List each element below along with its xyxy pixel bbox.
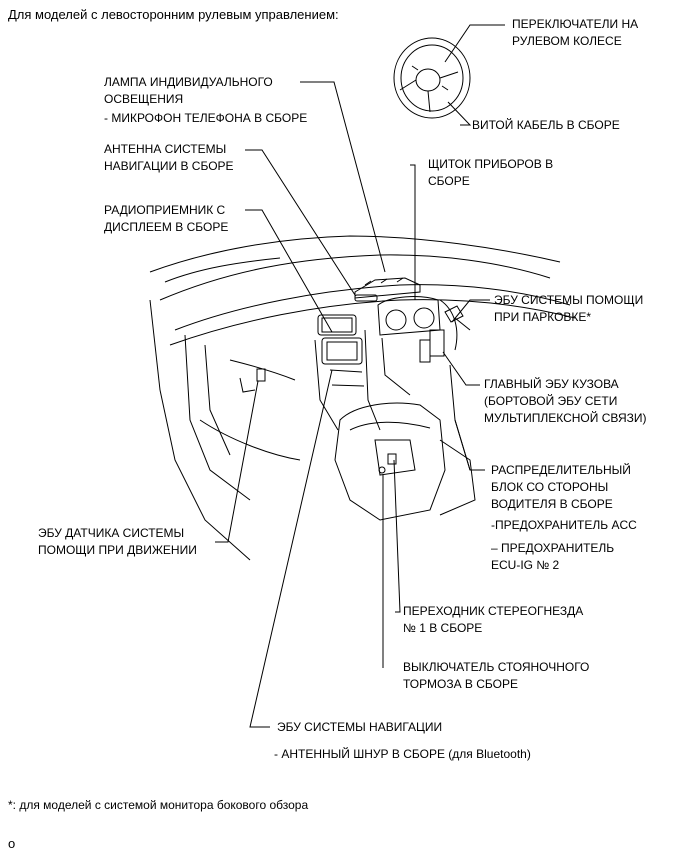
label-junction-block: РАСПРЕДЕЛИТЕЛЬНЫЙ БЛОК СО СТОРОНЫ ВОДИТЕ… (491, 463, 631, 511)
label-parking-assist-ecu: ЭБУ СИСТЕМЫ ПОМОЩИ ПРИ ПАРКОВКЕ* (494, 293, 644, 324)
label-nav-antenna: АНТЕННА СИСТЕМЫ НАВИГАЦИИ В СБОРЕ (104, 142, 234, 173)
page-title: Для моделей с левосторонним рулевым упра… (8, 7, 339, 22)
label-fuse-ecu-ig: – ПРЕДОХРАНИТЕЛЬ ECU-IG № 2 (491, 541, 615, 572)
label-combination-meter: ЩИТОК ПРИБОРОВ В СБОРЕ (428, 157, 554, 188)
label-driving-assist-ecu: ЭБУ ДАТЧИКА СИСТЕМЫ ПОМОЩИ ПРИ ДВИЖЕНИИ (38, 526, 197, 557)
label-microphone: - МИКРОФОН ТЕЛЕФОНА В СБОРЕ (104, 111, 308, 125)
label-spiral-cable: ВИТОЙ КАБЕЛЬ В СБОРЕ (472, 118, 620, 132)
label-main-body-ecu: ГЛАВНЫЙ ЭБУ КУЗОВА (БОРТОВОЙ ЭБУ СЕТИ МУ… (484, 377, 647, 425)
label-fuse-acc: -ПРЕДОХРАНИТЕЛЬ ACC (491, 518, 637, 532)
label-map-light: ЛАМПА ИНДИВИДУАЛЬНОГО ОСВЕЩЕНИЯ (104, 75, 273, 106)
footnote: *: для моделей с системой монитора боков… (8, 798, 309, 812)
label-parking-brake-switch: ВЫКЛЮЧАТЕЛЬ СТОЯНОЧНОГО ТОРМОЗА В СБОРЕ (403, 660, 590, 691)
label-nav-ecu: ЭБУ СИСТЕМЫ НАВИГАЦИИ (277, 720, 443, 734)
corner-mark: o (8, 836, 16, 851)
label-stereo-jack: ПЕРЕХОДНИК СТЕРЕОГНЕЗДА № 1 В СБОРЕ (403, 604, 584, 635)
label-antenna-cord: - АНТЕННЫЙ ШНУР В СБОРЕ (для Bluetooth) (274, 747, 531, 761)
label-steering-switches: ПЕРЕКЛЮЧАТЕЛИ НА РУЛЕВОМ КОЛЕСЕ (512, 17, 639, 48)
label-radio: РАДИОПРИЕМНИК С ДИСПЛЕЕМ В СБОРЕ (104, 203, 229, 234)
steering-wheel-inset (393, 37, 471, 119)
